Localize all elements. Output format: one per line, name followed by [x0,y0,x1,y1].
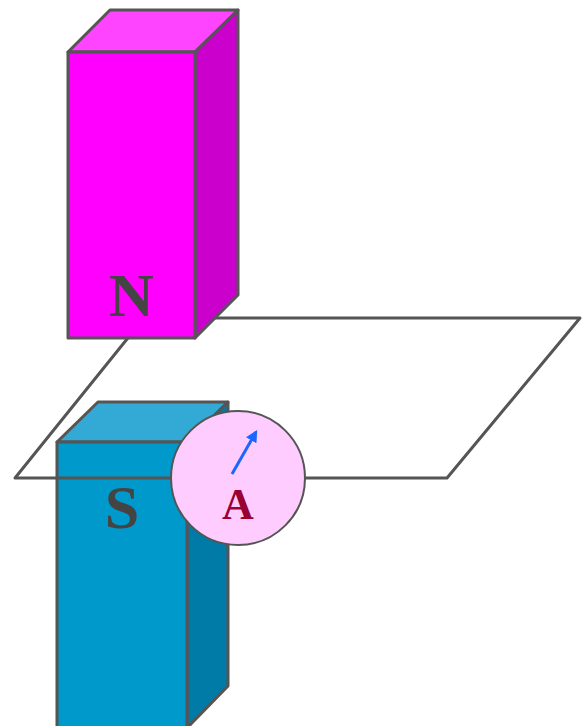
pole-label: A [222,483,254,527]
ammeter-face: A [171,411,305,545]
pole-label: N [109,264,154,326]
ammeter-needle [232,432,256,474]
north-pole-face: N [68,52,195,338]
north-magnet [68,10,238,338]
pole-label: S [105,476,139,538]
ammeter-dial [171,411,305,545]
south-pole-face: S [57,442,187,726]
